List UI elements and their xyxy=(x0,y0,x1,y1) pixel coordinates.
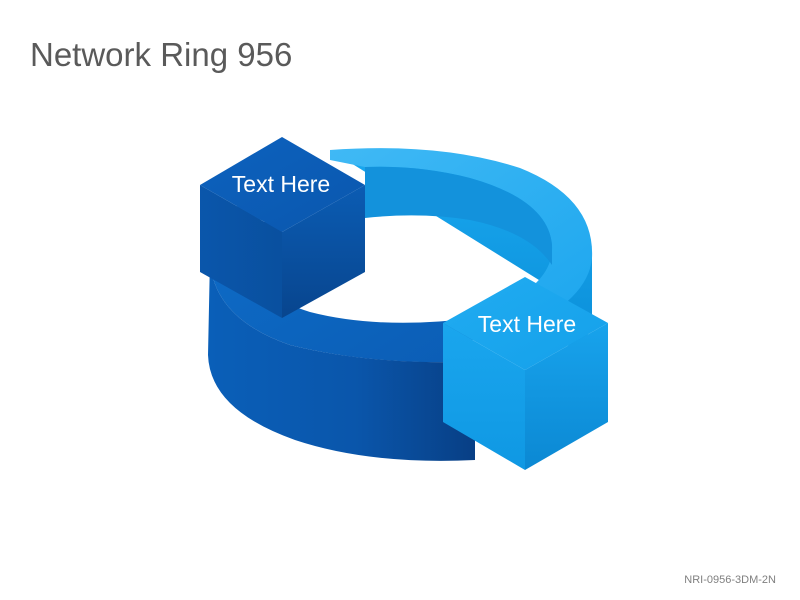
page-title: Network Ring 956 xyxy=(30,36,293,73)
cube-light-top-face xyxy=(443,277,608,370)
ring-light-top-surface xyxy=(330,148,593,330)
node-label-dark[interactable]: Text Here xyxy=(232,171,330,197)
cube-dark-top-face xyxy=(200,137,365,232)
footer-code: NRI-0956-3DM-2N xyxy=(684,574,776,586)
cube-light-left-face xyxy=(443,323,525,470)
ring-dark-outer-wall xyxy=(208,258,475,461)
cube-dark-right-face xyxy=(282,185,365,318)
cube-light-right-face xyxy=(525,323,608,470)
node-label-light[interactable]: Text Here xyxy=(478,311,576,337)
ring-light-inner-wall xyxy=(365,166,552,265)
node-cube-dark: Text Here xyxy=(200,137,365,318)
ring-dark-top-surface xyxy=(210,198,475,363)
ring-segment-light xyxy=(330,148,593,346)
cube-dark-left-face xyxy=(200,185,282,318)
node-cube-light: Text Here xyxy=(443,277,608,470)
